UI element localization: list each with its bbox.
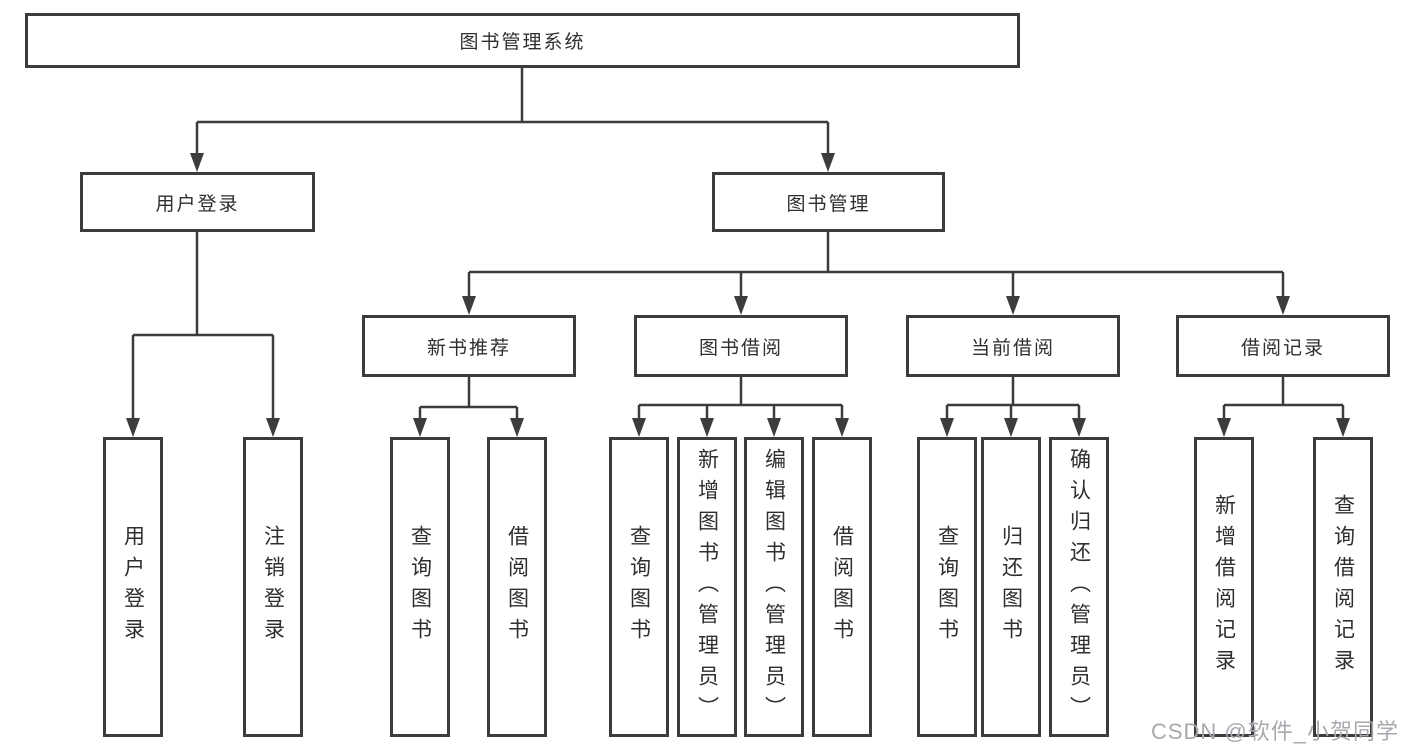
leaf-borrow-add-admin: 新增图书（管理员） (677, 437, 737, 737)
leaf-records-query: 查询借阅记录 (1313, 437, 1373, 737)
leaf-current-query: 查询图书 (917, 437, 977, 737)
leaf-records-add: 新增借阅记录 (1194, 437, 1254, 737)
leaf-user-login: 用户登录 (103, 437, 163, 737)
node-borrow-records: 借阅记录 (1176, 315, 1390, 377)
node-library-management-system: 图书管理系统 (25, 13, 1020, 68)
node-current-borrow: 当前借阅 (906, 315, 1120, 377)
leaf-newbooks-borrow: 借阅图书 (487, 437, 547, 737)
leaf-borrow-borrow: 借阅图书 (812, 437, 872, 737)
leaf-borrow-query: 查询图书 (609, 437, 669, 737)
node-user-login: 用户登录 (80, 172, 315, 232)
leaf-current-return: 归还图书 (981, 437, 1041, 737)
leaf-current-confirm-admin: 确认归还（管理员） (1049, 437, 1109, 737)
node-book-borrow: 图书借阅 (634, 315, 848, 377)
leaf-borrow-edit-admin: 编辑图书（管理员） (744, 437, 804, 737)
node-new-book-recommend: 新书推荐 (362, 315, 576, 377)
node-book-management: 图书管理 (712, 172, 945, 232)
csdn-watermark: CSDN @软件_小贺同学 (1150, 719, 1399, 744)
leaf-newbooks-query: 查询图书 (390, 437, 450, 737)
leaf-logout-login: 注销登录 (243, 437, 303, 737)
